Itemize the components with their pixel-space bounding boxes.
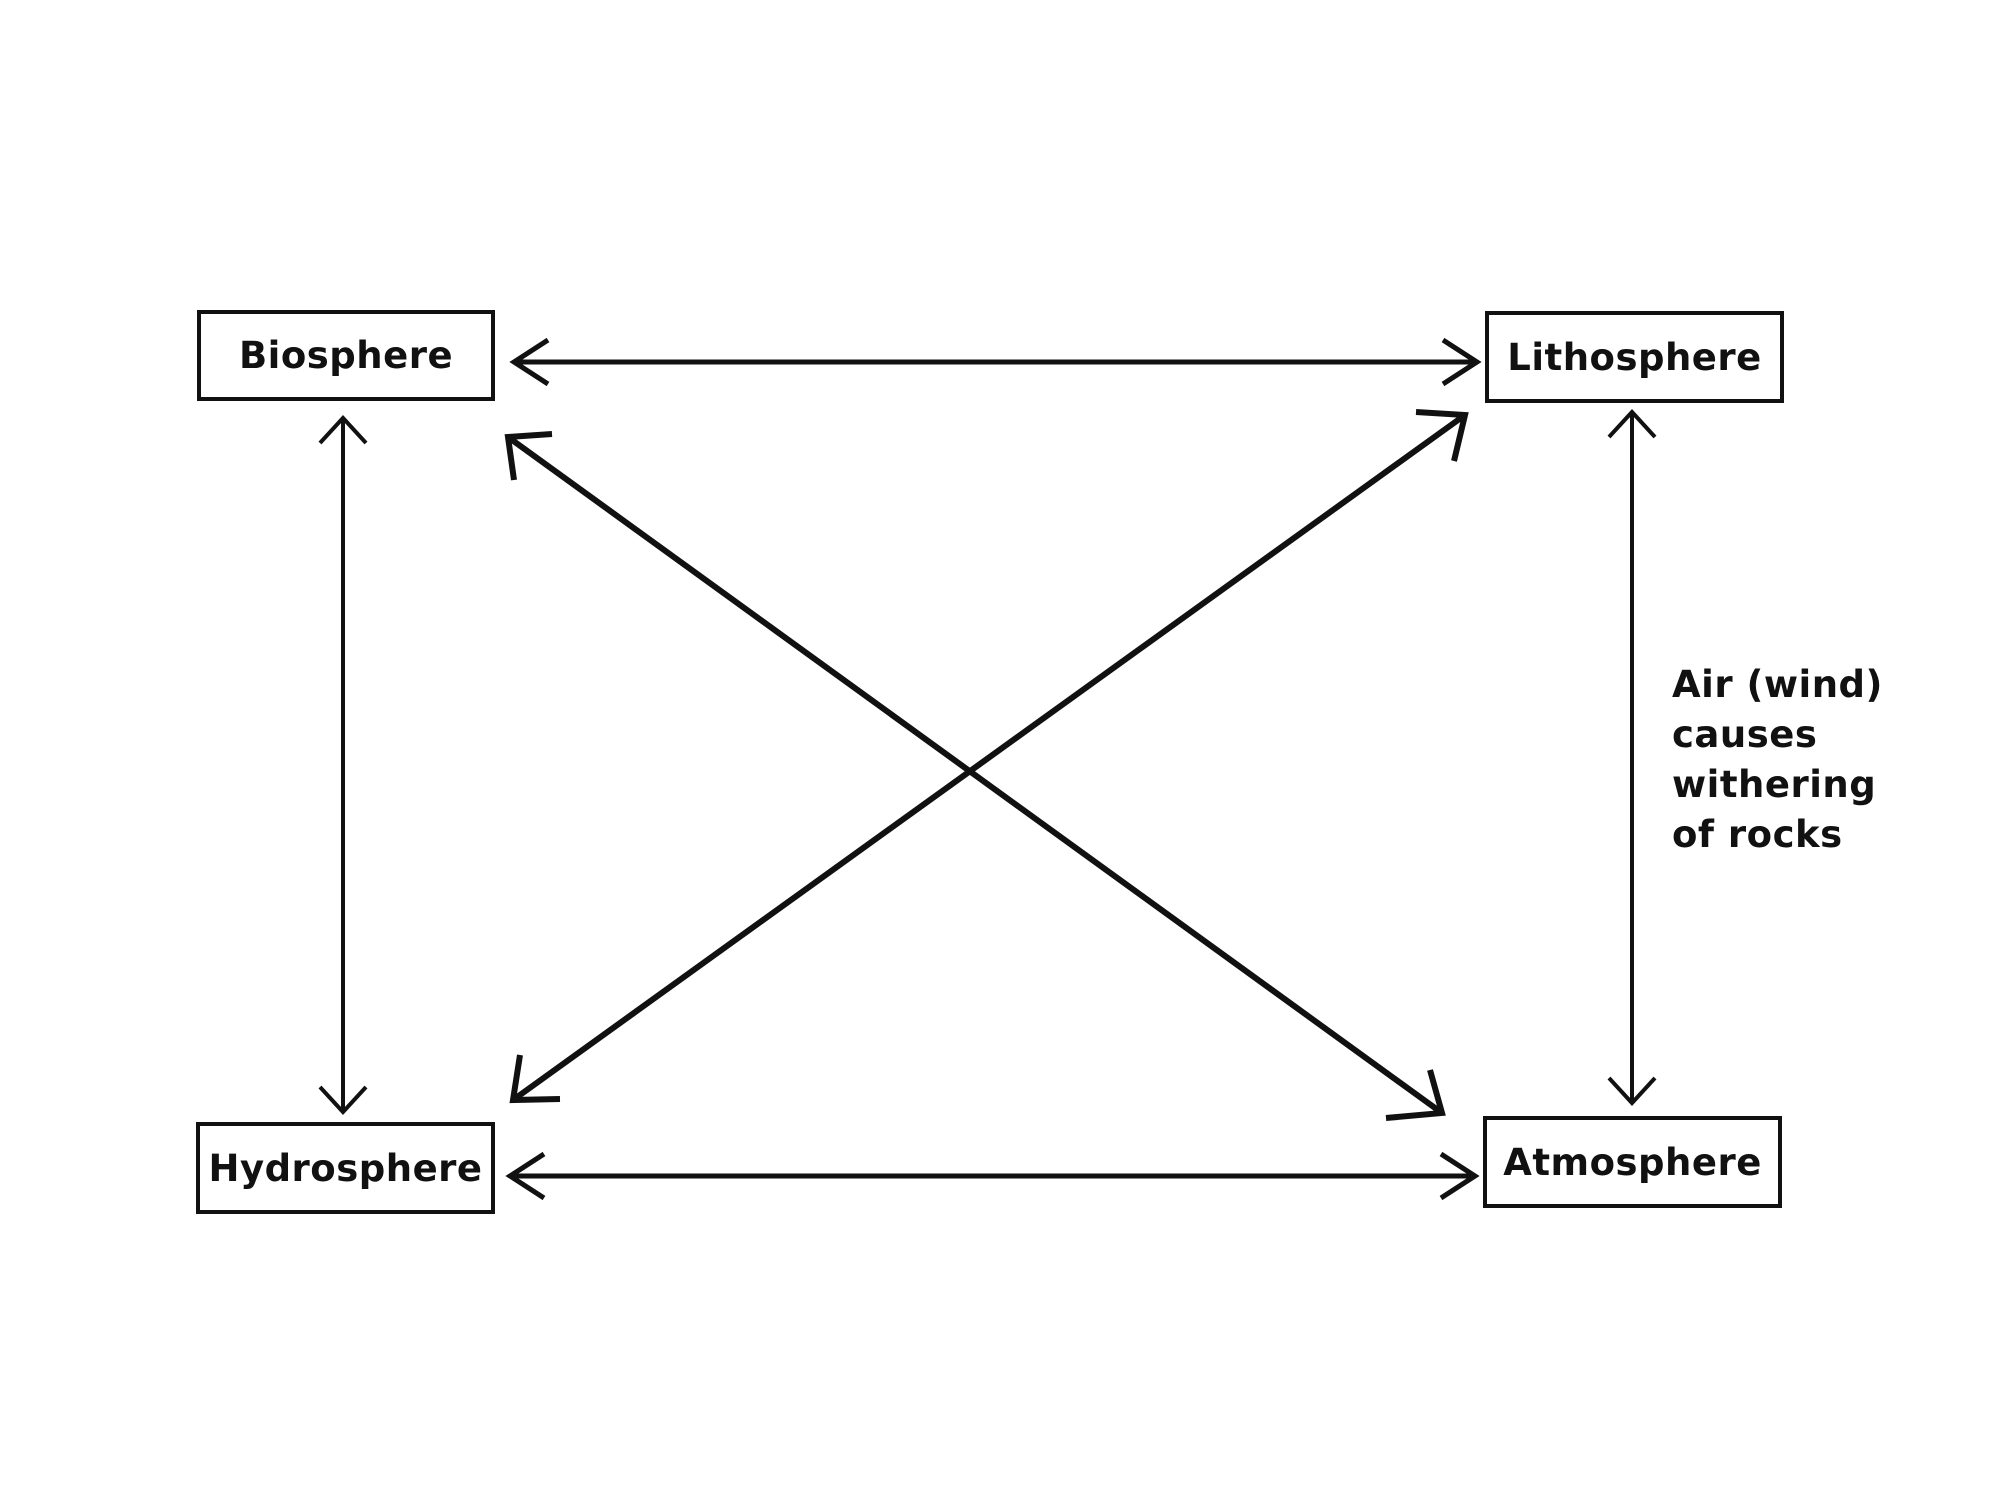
annotation-line-1: Air (wind) <box>1672 663 1883 706</box>
arrow-biosphere-atmosphere <box>504 431 1446 1121</box>
node-biosphere-label: Biosphere <box>238 334 454 377</box>
arrow-lithosphere-atmosphere <box>1607 409 1657 1106</box>
node-biosphere: Biosphere <box>197 310 495 401</box>
annotation-line-2: causes <box>1672 713 1818 756</box>
annotation-wind-weathering: Air (wind) causes withering of rocks <box>1672 660 1972 860</box>
node-hydrosphere: Hydrosphere <box>196 1122 495 1214</box>
annotation-line-4: of rocks <box>1672 813 1843 856</box>
arrow-lithosphere-hydrosphere <box>509 409 1469 1104</box>
arrow-biosphere-lithosphere <box>509 337 1482 387</box>
annotation-line-3: withering <box>1672 763 1877 806</box>
node-lithosphere-label: Lithosphere <box>1507 335 1762 379</box>
arrow-hydrosphere-atmosphere <box>505 1151 1480 1201</box>
node-hydrosphere-label: Hydrosphere <box>208 1146 483 1190</box>
node-atmosphere-label: Atmosphere <box>1503 1140 1762 1184</box>
arrow-biosphere-hydrosphere <box>318 415 368 1115</box>
node-lithosphere: Lithosphere <box>1485 311 1784 403</box>
node-atmosphere: Atmosphere <box>1483 1116 1782 1208</box>
